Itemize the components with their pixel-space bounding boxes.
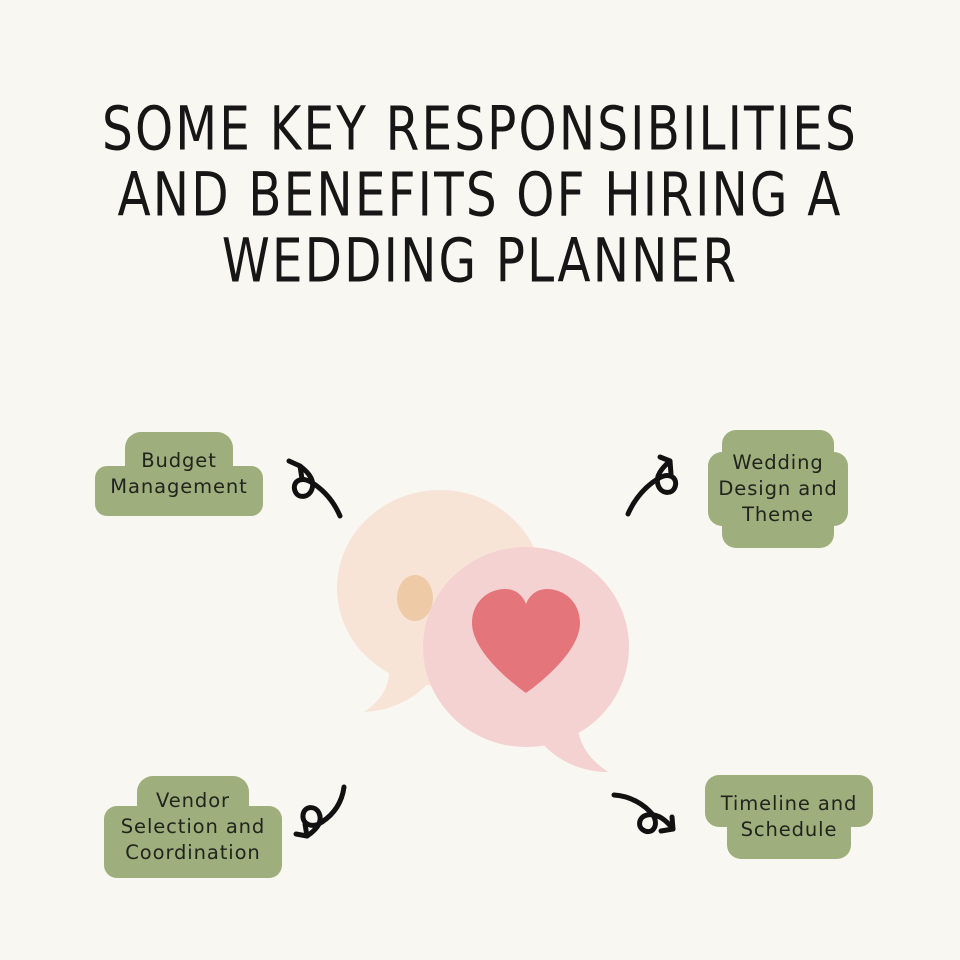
- label-timeline-and-schedule[interactable]: Timeline and Schedule: [705, 775, 873, 859]
- label-text: Wedding Design and Theme: [718, 451, 838, 526]
- plaque-shape-horizontal: [708, 452, 848, 526]
- arrow-top-left: [278, 452, 348, 522]
- title-line-2: and Benefits of Hiring a: [117, 159, 843, 231]
- label-vendor-selection-and-coordination[interactable]: Vendor Selection and Coordination: [104, 776, 282, 878]
- label-text: Timeline and Schedule: [720, 792, 858, 841]
- pink-speech-bubble: [423, 547, 629, 772]
- arrow-bottom-right: [608, 788, 688, 848]
- speech-bubbles-illustration: [330, 480, 660, 780]
- plaque-shape-bottom: [727, 809, 851, 859]
- bubble-dot-left: [397, 575, 433, 621]
- label-text: Budget Management: [110, 449, 248, 498]
- plaque-shape-bottom: [95, 466, 263, 516]
- heart-icon: [472, 589, 580, 693]
- arrow-top-right: [624, 448, 694, 518]
- label-wedding-design-and-theme[interactable]: Wedding Design and Theme: [708, 430, 848, 548]
- title-line-1: Some Key Responsibilities: [102, 93, 858, 165]
- label-budget-management[interactable]: Budget Management: [95, 432, 263, 516]
- label-text: Vendor Selection and Coordination: [120, 789, 266, 864]
- arrow-bottom-left: [282, 782, 352, 852]
- title-line-3: Wedding Planner: [221, 225, 739, 297]
- page-title: Some Key Responsibilities and Benefits o…: [0, 94, 960, 297]
- plaque-shape-bottom: [104, 806, 282, 878]
